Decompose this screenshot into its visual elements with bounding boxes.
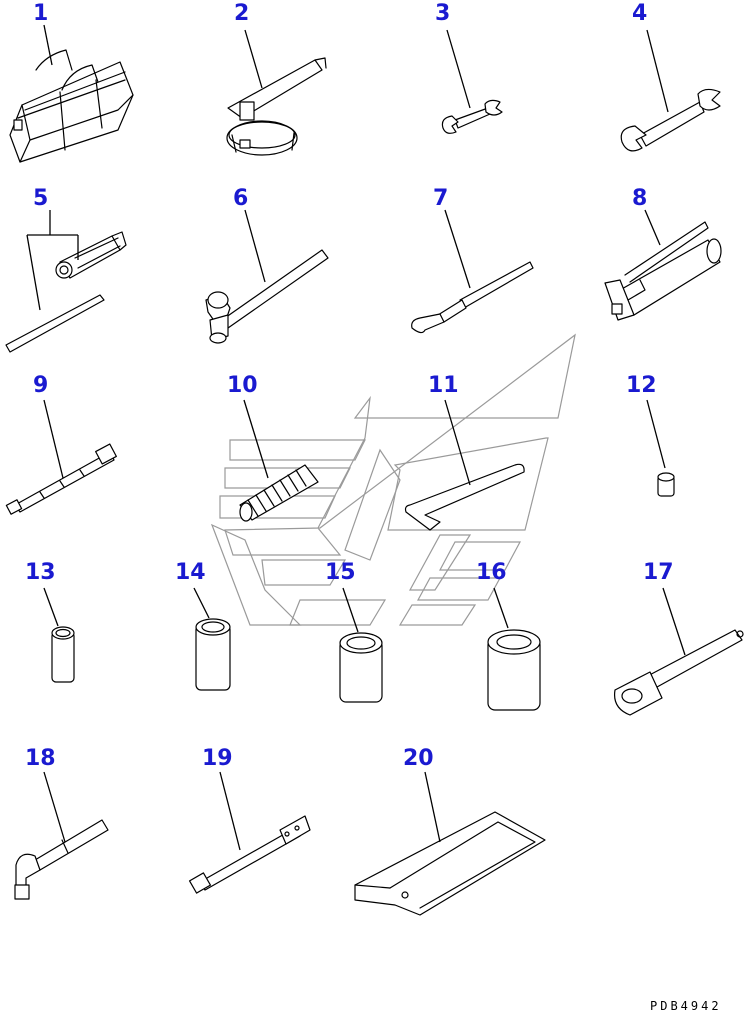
- callout-4: 4: [632, 1, 647, 26]
- socket-small: [657, 472, 675, 497]
- callout-17: 17: [643, 560, 674, 585]
- drawing-code: PDB4942: [650, 999, 722, 1013]
- grease-gun: [604, 221, 722, 321]
- filter-wrench: [226, 57, 327, 156]
- socket-15: [339, 632, 383, 703]
- callout-15: 15: [325, 560, 356, 585]
- callout-13: 13: [25, 560, 56, 585]
- callout-2: 2: [234, 1, 249, 26]
- callout-numbers: 1 2 3 4 5 6 7 8 9 10 11 12 13 14 15 16 1…: [25, 1, 674, 771]
- coil-spring: [239, 464, 319, 522]
- socket-13: [51, 626, 75, 683]
- socket-14: [195, 618, 231, 691]
- callout-6: 6: [233, 186, 248, 211]
- callout-10: 10: [227, 373, 258, 398]
- callout-3: 3: [435, 1, 450, 26]
- small-open-wrench: [441, 99, 503, 134]
- box-wrench: [613, 629, 744, 716]
- callout-8: 8: [632, 186, 647, 211]
- hex-wrench: [404, 463, 525, 531]
- callout-1: 1: [33, 1, 48, 26]
- callout-14: 14: [175, 560, 206, 585]
- screwdriver-set: [5, 231, 127, 353]
- callout-5: 5: [33, 186, 48, 211]
- l-handle: [14, 819, 109, 900]
- watermark-logo: [210, 333, 576, 626]
- callout-18: 18: [25, 746, 56, 771]
- socket-16: [487, 629, 541, 711]
- large-open-wrench: [620, 88, 721, 152]
- tool-pouch: [354, 811, 546, 916]
- callout-20: 20: [403, 746, 434, 771]
- sliding-t-handle: [188, 815, 311, 894]
- hammer: [205, 249, 329, 344]
- callout-19: 19: [202, 746, 233, 771]
- callout-11: 11: [428, 373, 459, 398]
- callout-12: 12: [626, 373, 657, 398]
- pry-bar: [411, 261, 534, 334]
- callout-7: 7: [433, 186, 448, 211]
- callout-16: 16: [476, 560, 507, 585]
- tool-bag: [9, 49, 134, 163]
- extension-bar: [5, 443, 117, 515]
- callout-9: 9: [33, 373, 48, 398]
